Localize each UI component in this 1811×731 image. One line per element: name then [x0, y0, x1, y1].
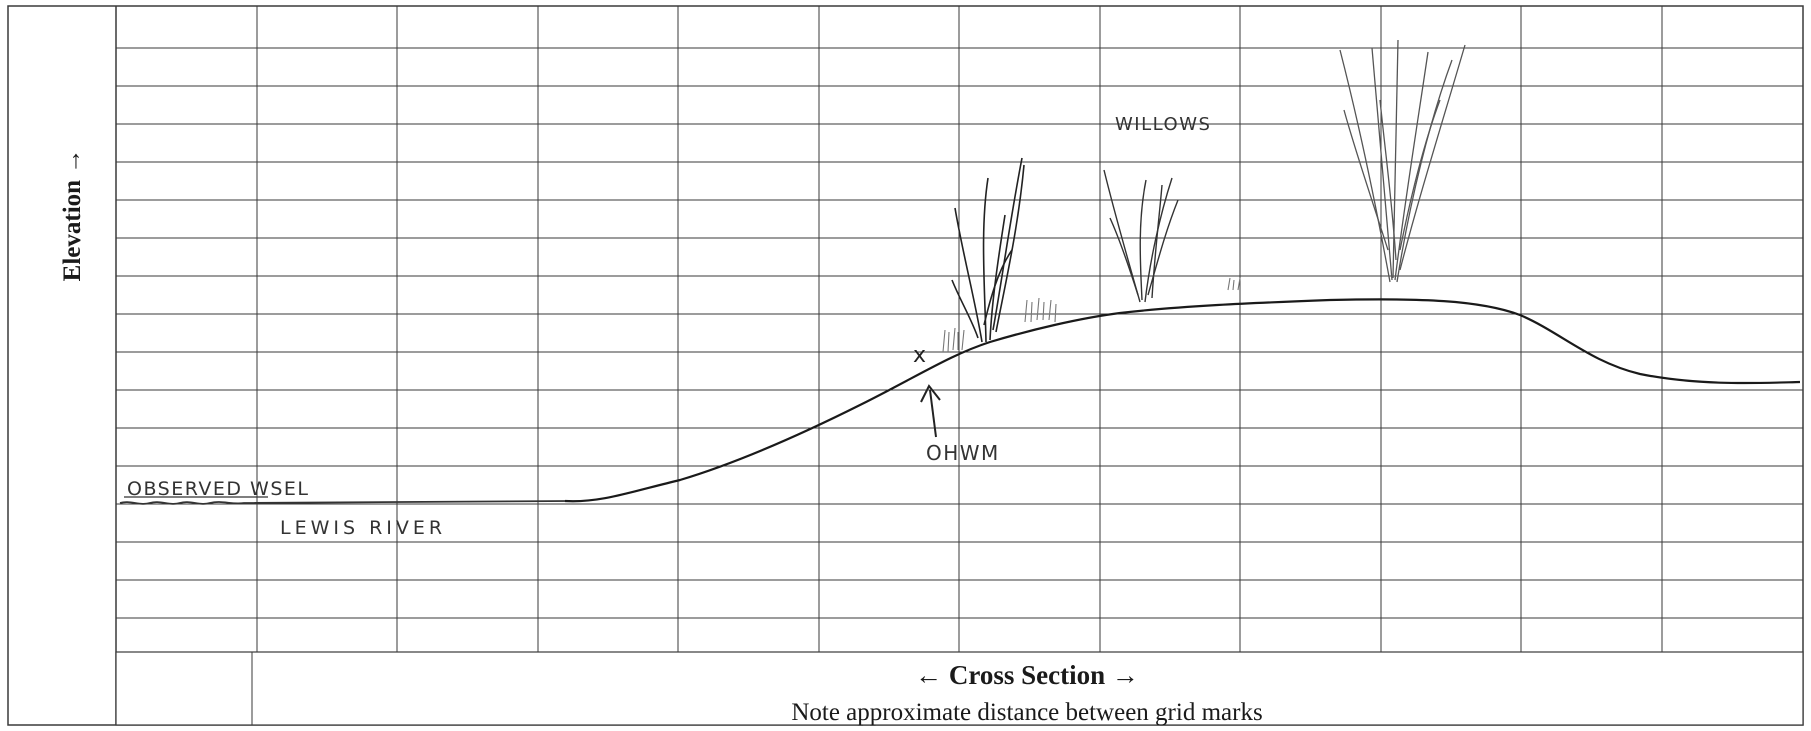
ohwm-x-marker: x: [913, 343, 926, 368]
cross-section-axis-label: ← Cross Section →: [915, 660, 1139, 690]
willow-shrub-icon: [1103, 169, 1179, 303]
willows-label: WILLOWS: [1115, 114, 1211, 135]
water-surface-line: [119, 500, 571, 505]
willow-shrub-icon: [951, 157, 1025, 343]
caption-box: [115, 651, 1804, 726]
willow-shrub-icon: [1339, 39, 1466, 283]
ohwm-arrow-icon: [920, 384, 941, 438]
observed-wsel-label: OBSERVED WSEL: [127, 478, 310, 500]
elevation-grid: [115, 6, 1804, 652]
ground-profile-line: [564, 298, 1801, 503]
grass-tuft-icon: [942, 277, 1241, 353]
lewis-river-label: LEWIS RIVER: [280, 517, 446, 539]
grid-distance-note: Note approximate distance between grid m…: [791, 699, 1262, 726]
ohwm-label: OHWM: [926, 441, 1000, 465]
elevation-axis-label: Elevation →: [59, 149, 86, 282]
sheet-border: [7, 5, 1804, 726]
